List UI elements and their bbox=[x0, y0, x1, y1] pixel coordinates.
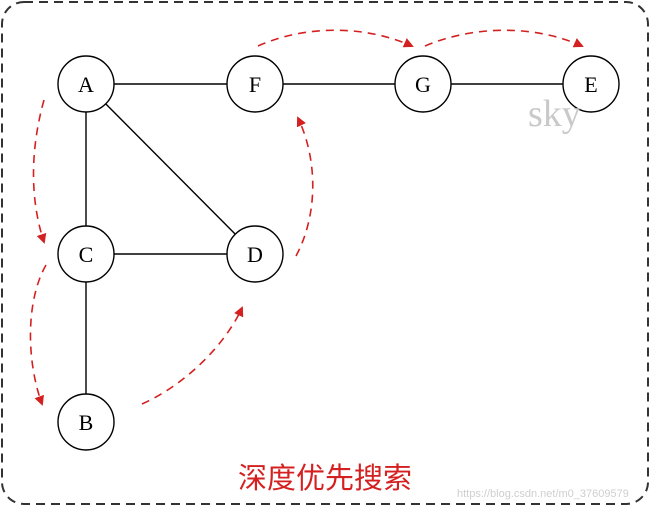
traversal-arrow-a-to-c bbox=[32, 99, 47, 244]
node-circle bbox=[226, 55, 284, 113]
node-circle bbox=[394, 55, 452, 113]
node-c: C bbox=[57, 225, 115, 283]
node-circle bbox=[226, 225, 284, 283]
nodes-layer: A F G E C D B bbox=[57, 55, 620, 451]
node-b: B bbox=[57, 393, 115, 451]
watermark-sky: sky bbox=[528, 93, 581, 135]
node-label: G bbox=[415, 72, 431, 97]
traversal-arrow-c-to-b bbox=[29, 264, 47, 406]
credit-watermark: https://blog.csdn.net/m0_37609579 bbox=[457, 488, 629, 500]
traversal-arrow-d-to-f bbox=[295, 116, 314, 257]
node-label: A bbox=[78, 72, 94, 97]
node-f: F bbox=[226, 55, 284, 113]
node-circle bbox=[57, 225, 115, 283]
node-a: A bbox=[57, 55, 115, 113]
caption-title: 深度优先搜索 bbox=[238, 461, 412, 495]
node-label: F bbox=[249, 72, 261, 97]
node-label: C bbox=[79, 242, 94, 267]
node-circle bbox=[562, 55, 620, 113]
node-d: D bbox=[226, 225, 284, 283]
node-circle bbox=[57, 393, 115, 451]
node-e: E bbox=[562, 55, 620, 113]
node-circle bbox=[57, 55, 115, 113]
traversal-arrow-g-to-e bbox=[424, 29, 584, 48]
edge-a-d bbox=[85, 83, 256, 255]
node-label: E bbox=[584, 72, 597, 97]
traversal-arrows bbox=[29, 29, 584, 406]
node-g: G bbox=[394, 55, 452, 113]
edges-layer bbox=[85, 83, 591, 422]
traversal-arrow-f-to-g bbox=[257, 29, 414, 48]
traversal-arrow-b-to-d bbox=[141, 306, 244, 405]
node-label: B bbox=[79, 410, 94, 435]
node-label: D bbox=[247, 242, 263, 267]
